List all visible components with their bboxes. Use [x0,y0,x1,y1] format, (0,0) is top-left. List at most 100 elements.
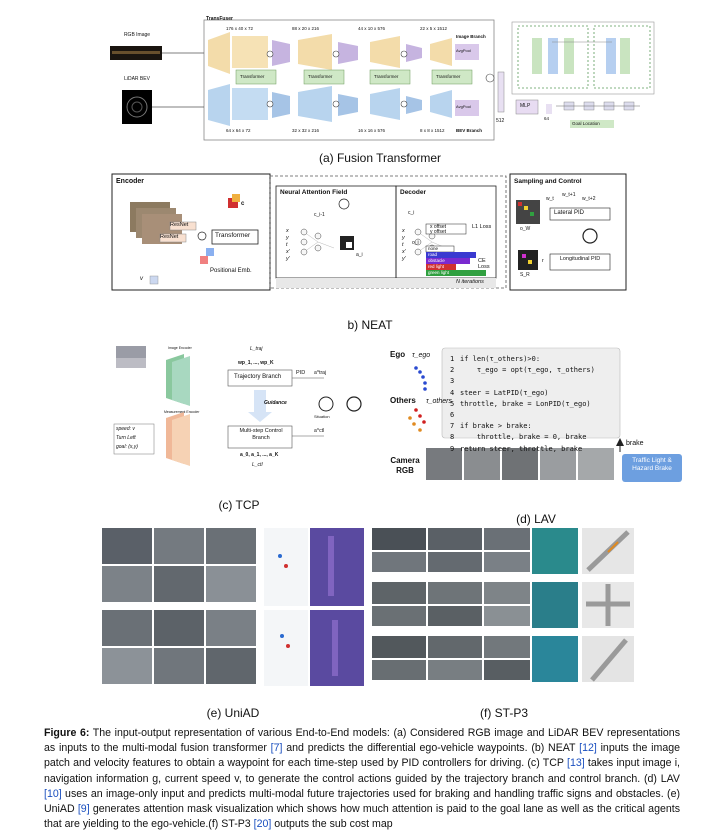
meas-goal: goal: (x,y) [116,444,138,450]
dec-input-yp: y' [402,256,406,262]
naf-inputs: x y t x' y' [286,228,290,263]
caption-d: (d) LAV [516,512,556,526]
sampling-label: Sampling and Control [514,178,582,185]
l1-loss-label: L1 Loss [472,224,492,230]
a-seq-label: a_0, a_1, ..., a_K [240,452,279,458]
image-encoder-label: Image Encoder [168,346,192,350]
fusion-transformer-diagram [110,19,655,141]
measurement-inputs: speed: v Turn Left goal: (x,y) [116,425,138,452]
caption-e: (e) UniAD [206,706,260,720]
code-line-8: 8 throttle, brake = 0, brake [450,433,587,442]
dim-top-4: 22 x 5 x 1512 [420,26,448,31]
sr-label: S_R [520,272,530,278]
wt-label: w_t [546,196,554,202]
caption-a: (a) Fusion Transformer [318,151,442,165]
caption-seg-4: takes input image i, navigation informat… [44,757,681,785]
panel-f: (f) ST-P3 [372,526,636,722]
a-i-label: a_i [356,252,363,258]
meas-command: Turn Left [116,435,136,441]
caption-seg-6: generates attention mask visualization w… [44,803,680,831]
input-t: t [286,242,288,248]
caption-seg-7: outputs the sub cost map [271,818,393,831]
goal-location-label: Goal Location [572,121,600,126]
panel-b: Encoder ResNet ResNet Transformer Positi… [110,172,630,332]
transformer-label-2: Transformer [308,74,333,79]
dim-top-1: 176 x 40 x 72 [226,26,254,31]
dim-bottom-2: 32 x 32 x 216 [292,128,320,133]
brake-label: brake [626,440,644,447]
resnet-label-1: ResNet [170,222,189,228]
code-line-3: 3 [450,377,455,386]
dim-64: 64 [544,116,550,121]
dec-input-x: x [402,228,405,234]
citation-7[interactable]: [7] [270,742,283,755]
lav-diagram [408,347,682,482]
caption-seg-5: uses an image-only input and predicts mu… [44,787,680,816]
dec-input-y: y [402,235,405,241]
dim-top-3: 44 x 10 x 576 [358,26,386,31]
situation-label: Situation [314,414,330,419]
dec-input-xp: x' [402,249,406,255]
input-yp: y' [286,256,290,262]
lateral-pid-label: Lateral PID [554,210,585,216]
decoder-label: Decoder [400,189,427,196]
class-red-light: red light [428,264,445,269]
citation-13[interactable]: [13] [567,757,585,770]
x-offset-label: x offset [430,224,447,230]
l-traj-label: L_traj [250,346,263,352]
camera-label: Camera RGB [390,456,420,475]
y-offset-label: y offset [430,229,447,235]
dim-bottom-3: 16 x 16 x 576 [358,128,386,133]
n-iterations-label: N iterations [456,279,484,285]
wp-label: wp_1, ..., wp_K [238,360,274,366]
caption-seg-3: inputs the image patch and velocity feat… [44,742,680,770]
caption-seg-2: and predicts the differential ego-vehicl… [282,742,580,755]
meas-speed: speed: v [116,426,135,432]
v-label: v [140,276,143,282]
figure-caption: Figure 6: The input-output representatio… [44,726,680,832]
input-x: x [286,228,289,234]
uniad-visualization [102,528,364,686]
longitudinal-pid-label: Longitudinal PID [559,256,601,262]
dim-bottom-4: 8 x 8 x 1512 [420,128,445,133]
class-list: none road obstacle red light green light [428,246,449,276]
c-label: c [241,201,245,207]
c-i1-label: c_i-1 [314,212,325,218]
pid-label: PID [296,370,306,376]
measurement-encoder-label: Measurement Encoder [164,410,200,414]
transformer-label-1: Transformer [240,74,265,79]
input-xp: x' [286,249,290,255]
citation-10[interactable]: [10] [44,787,62,800]
code-line-6: 6 [450,411,455,420]
code-line-2: 2 τ_ego = opt(τ_ego, τ_others) [450,366,595,375]
guidance-label: Guidance [264,400,287,406]
input-y: y [286,235,289,241]
dim-top-2: 88 x 20 x 216 [292,26,320,31]
dim-512: 512 [496,118,505,124]
transformer-label: Transformer [215,232,251,239]
r-label: r [542,258,544,264]
ego-label: Ego [390,350,406,359]
caption-f: (f) ST-P3 [479,706,528,720]
others-tau-label: τ_others [426,398,452,405]
dec-inputs: x y t x' y' [402,228,406,263]
stp3-visualization [372,528,634,682]
caption-c: (c) TCP [218,498,260,512]
citation-20[interactable]: [20] [253,818,272,831]
image-branch-label: Image Branch [456,34,486,39]
input-lidar-label: LiDAR BEV [124,76,150,82]
wt1-label: w_t+1 [562,192,576,198]
panel-e: (e) UniAD [100,526,366,722]
citation-9[interactable]: [9] [77,803,90,816]
input-rgb-label: RGB Image [123,32,151,38]
tcp-diagram [113,346,362,466]
panel-a: TransFuser RGB Image LiDAR BEV 176 x 40 … [100,8,660,168]
citation-12[interactable]: [12] [579,742,597,755]
transformer-label-3: Transformer [374,74,399,79]
